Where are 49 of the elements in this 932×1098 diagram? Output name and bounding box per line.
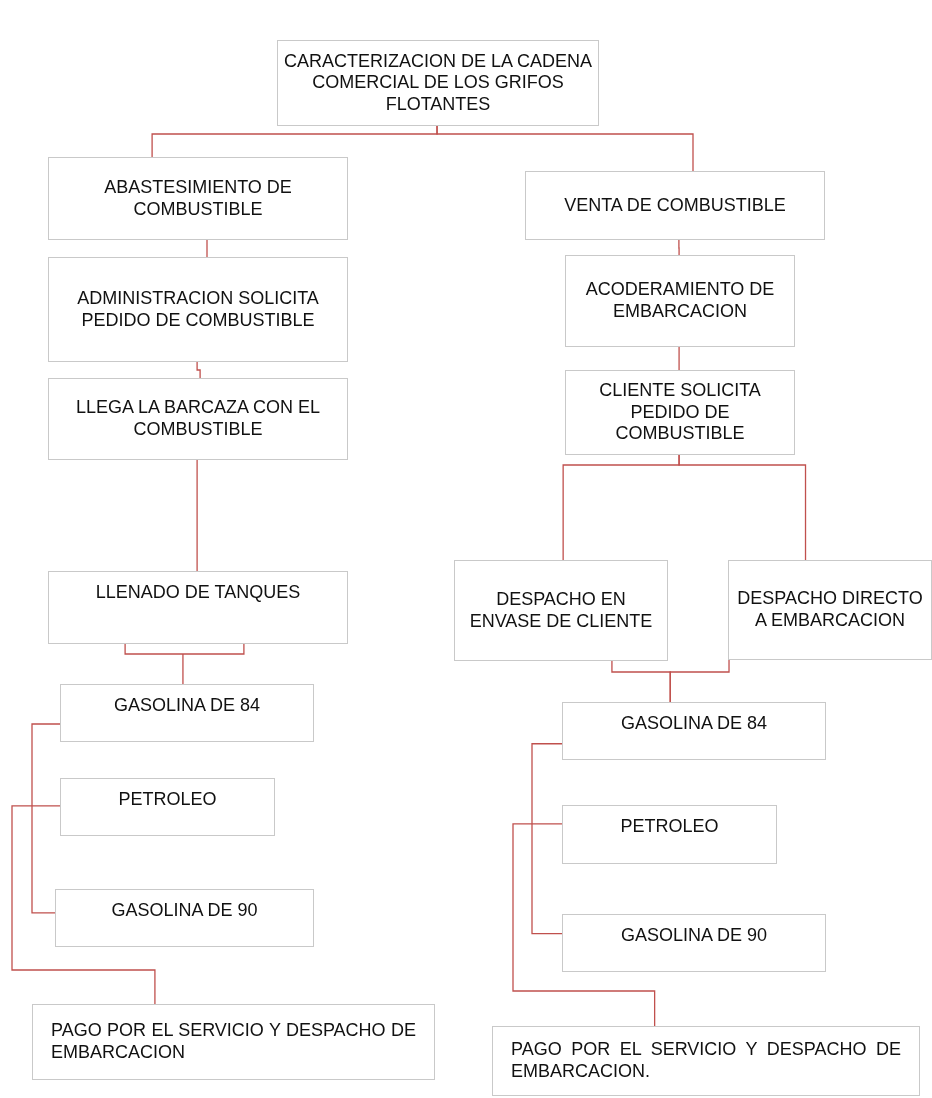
connector-line [196, 459, 198, 572]
node-text: ABASTESIMIENTO DE COMBUSTIBLE [103, 176, 293, 221]
node-text: GASOLINA DE 84 [619, 713, 769, 735]
node-text: ADMINISTRACION SOLICITA PEDIDO DE COMBUSTIBLE [76, 287, 320, 332]
node-text: LLENADO DE TANQUES [94, 582, 302, 604]
process-box [565, 370, 795, 455]
process-box [565, 255, 795, 347]
process-box [728, 560, 932, 660]
connector-line [196, 361, 201, 379]
node-text: DESPACHO EN ENVASE DE CLIENTE [468, 588, 654, 633]
connector-line [31, 723, 61, 914]
connector-line [678, 346, 680, 371]
node-text: CLIENTE SOLICITA PEDIDO DE COMBUSTIBLE [598, 380, 762, 445]
process-box [525, 171, 825, 240]
connector-line [678, 454, 807, 561]
process-box [60, 684, 314, 742]
node-text: PAGO POR EL SERVICIO Y DESPACHO DE EMBARCACION. [510, 1039, 902, 1083]
node-text: CARACTERIZACION DE LA CADENA COMERCIAL DE LOS GRIFOS FLOTANTES [282, 50, 594, 116]
process-box [48, 378, 348, 460]
node-text: VENTA DE COMBUSTIBLE [563, 194, 787, 217]
process-box [60, 778, 275, 836]
connector-line [11, 805, 156, 1005]
node-text: PAGO POR EL SERVICIO Y DESPACHO DE EMBARCACION [50, 1020, 417, 1064]
node-text: DESPACHO DIRECTO A EMBARCACION [736, 588, 924, 632]
connector-line [531, 743, 563, 935]
connector-line [124, 643, 245, 685]
connector-line [669, 659, 730, 703]
process-box [454, 560, 668, 661]
process-box [48, 571, 348, 644]
connector-line [512, 823, 656, 1027]
process-box [32, 1004, 435, 1080]
node-text: PETROLEO [117, 789, 218, 811]
process-box [562, 914, 826, 972]
connector-line [436, 125, 694, 172]
process-box [48, 157, 348, 240]
node-text: PETROLEO [619, 816, 720, 838]
process-box [277, 40, 599, 126]
process-box [492, 1026, 920, 1096]
node-text: ACODERAMIENTO DE EMBARCACION [584, 279, 776, 323]
process-box [48, 257, 348, 362]
process-box [562, 702, 826, 760]
node-text: GASOLINA DE 90 [110, 900, 259, 922]
node-text: GASOLINA DE 90 [619, 925, 769, 947]
connector-line [678, 239, 680, 256]
connector-line [206, 239, 208, 258]
node-text: GASOLINA DE 84 [112, 695, 262, 717]
node-text: LLEGA LA BARCAZA CON EL COMBUSTIBLE [74, 397, 322, 441]
process-box [562, 805, 777, 864]
process-box [55, 889, 314, 947]
